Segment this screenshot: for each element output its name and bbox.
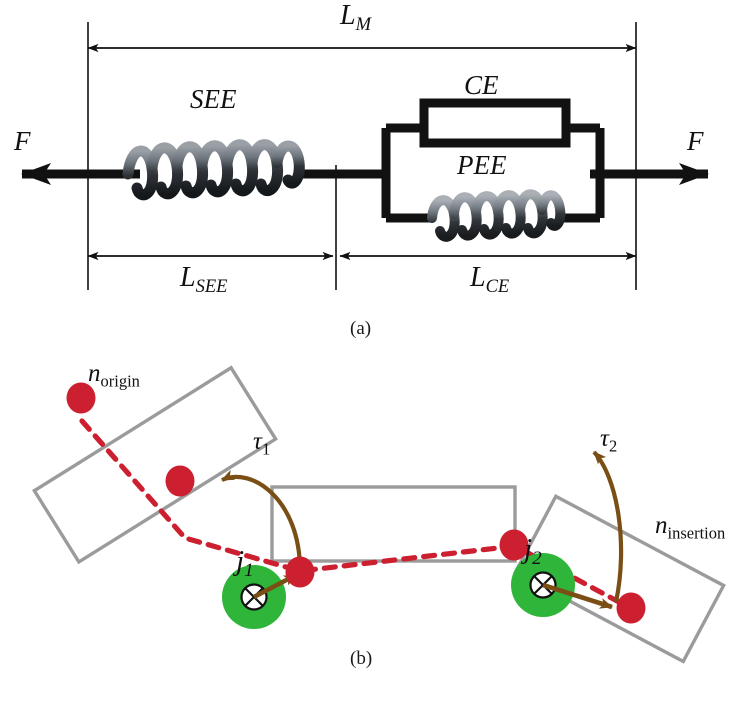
force-label-left: F	[14, 126, 31, 156]
moment-arm-j2	[542, 582, 613, 610]
link-middle	[270, 485, 517, 563]
muscle-point-insertion	[616, 592, 646, 624]
see-label: SEE	[190, 84, 237, 114]
muscle-point-via-1	[165, 465, 195, 497]
link-proximal	[32, 365, 278, 565]
tau2-base: τ	[600, 425, 609, 452]
muscle-point-via-2	[285, 556, 315, 588]
panel-b-caption: (b)	[350, 648, 373, 669]
label-tau2: τ2	[600, 425, 617, 456]
panel-a-caption: (a)	[350, 318, 372, 339]
j2-base: j	[524, 533, 533, 565]
j1-base: j	[236, 545, 245, 577]
tau1-base: τ	[253, 428, 262, 455]
lsee-base: L	[180, 262, 196, 293]
label-tau1: τ1	[253, 428, 270, 459]
tau1-sub: 1	[261, 439, 271, 459]
dimension-label-lce: LCE	[470, 262, 509, 297]
j2-sub: 2	[532, 548, 542, 570]
parallel-element-frame	[381, 123, 605, 223]
label-j1: j1	[236, 545, 254, 582]
muscle-path	[79, 418, 633, 611]
n-insertion-sub: insertion	[667, 523, 726, 543]
lsee-sub: SEE	[195, 275, 228, 296]
label-n-insertion: ninsertion	[655, 512, 725, 543]
lce-sub: CE	[485, 275, 510, 296]
j1-sub: 1	[244, 560, 254, 582]
muscle-point-origin	[66, 382, 96, 414]
muscle-points	[66, 382, 646, 624]
n-origin-base: n	[88, 360, 101, 387]
n-insertion-base: n	[655, 512, 668, 539]
force-label-right: F	[687, 126, 704, 156]
torque-arrow-tau2	[592, 450, 624, 603]
label-j2: j2	[524, 533, 542, 570]
see-spring	[122, 139, 305, 201]
lm-base: L	[340, 0, 356, 31]
pee-label: PEE	[457, 150, 507, 180]
panel-a-dimension-lines	[87, 22, 637, 290]
ce-box	[419, 98, 571, 148]
dimension-label-lm: LM	[340, 0, 371, 35]
n-origin-sub: origin	[100, 371, 140, 391]
pee-spring	[427, 189, 566, 242]
lce-base: L	[470, 262, 486, 293]
label-n-origin: norigin	[88, 360, 140, 391]
lm-sub: M	[355, 13, 371, 34]
tau2-sub: 2	[608, 436, 618, 456]
dimension-label-lsee: LSEE	[180, 262, 227, 297]
ce-label: CE	[464, 70, 499, 100]
muscle-point-via-3	[499, 529, 529, 561]
torque-arrow-tau1	[221, 469, 303, 571]
